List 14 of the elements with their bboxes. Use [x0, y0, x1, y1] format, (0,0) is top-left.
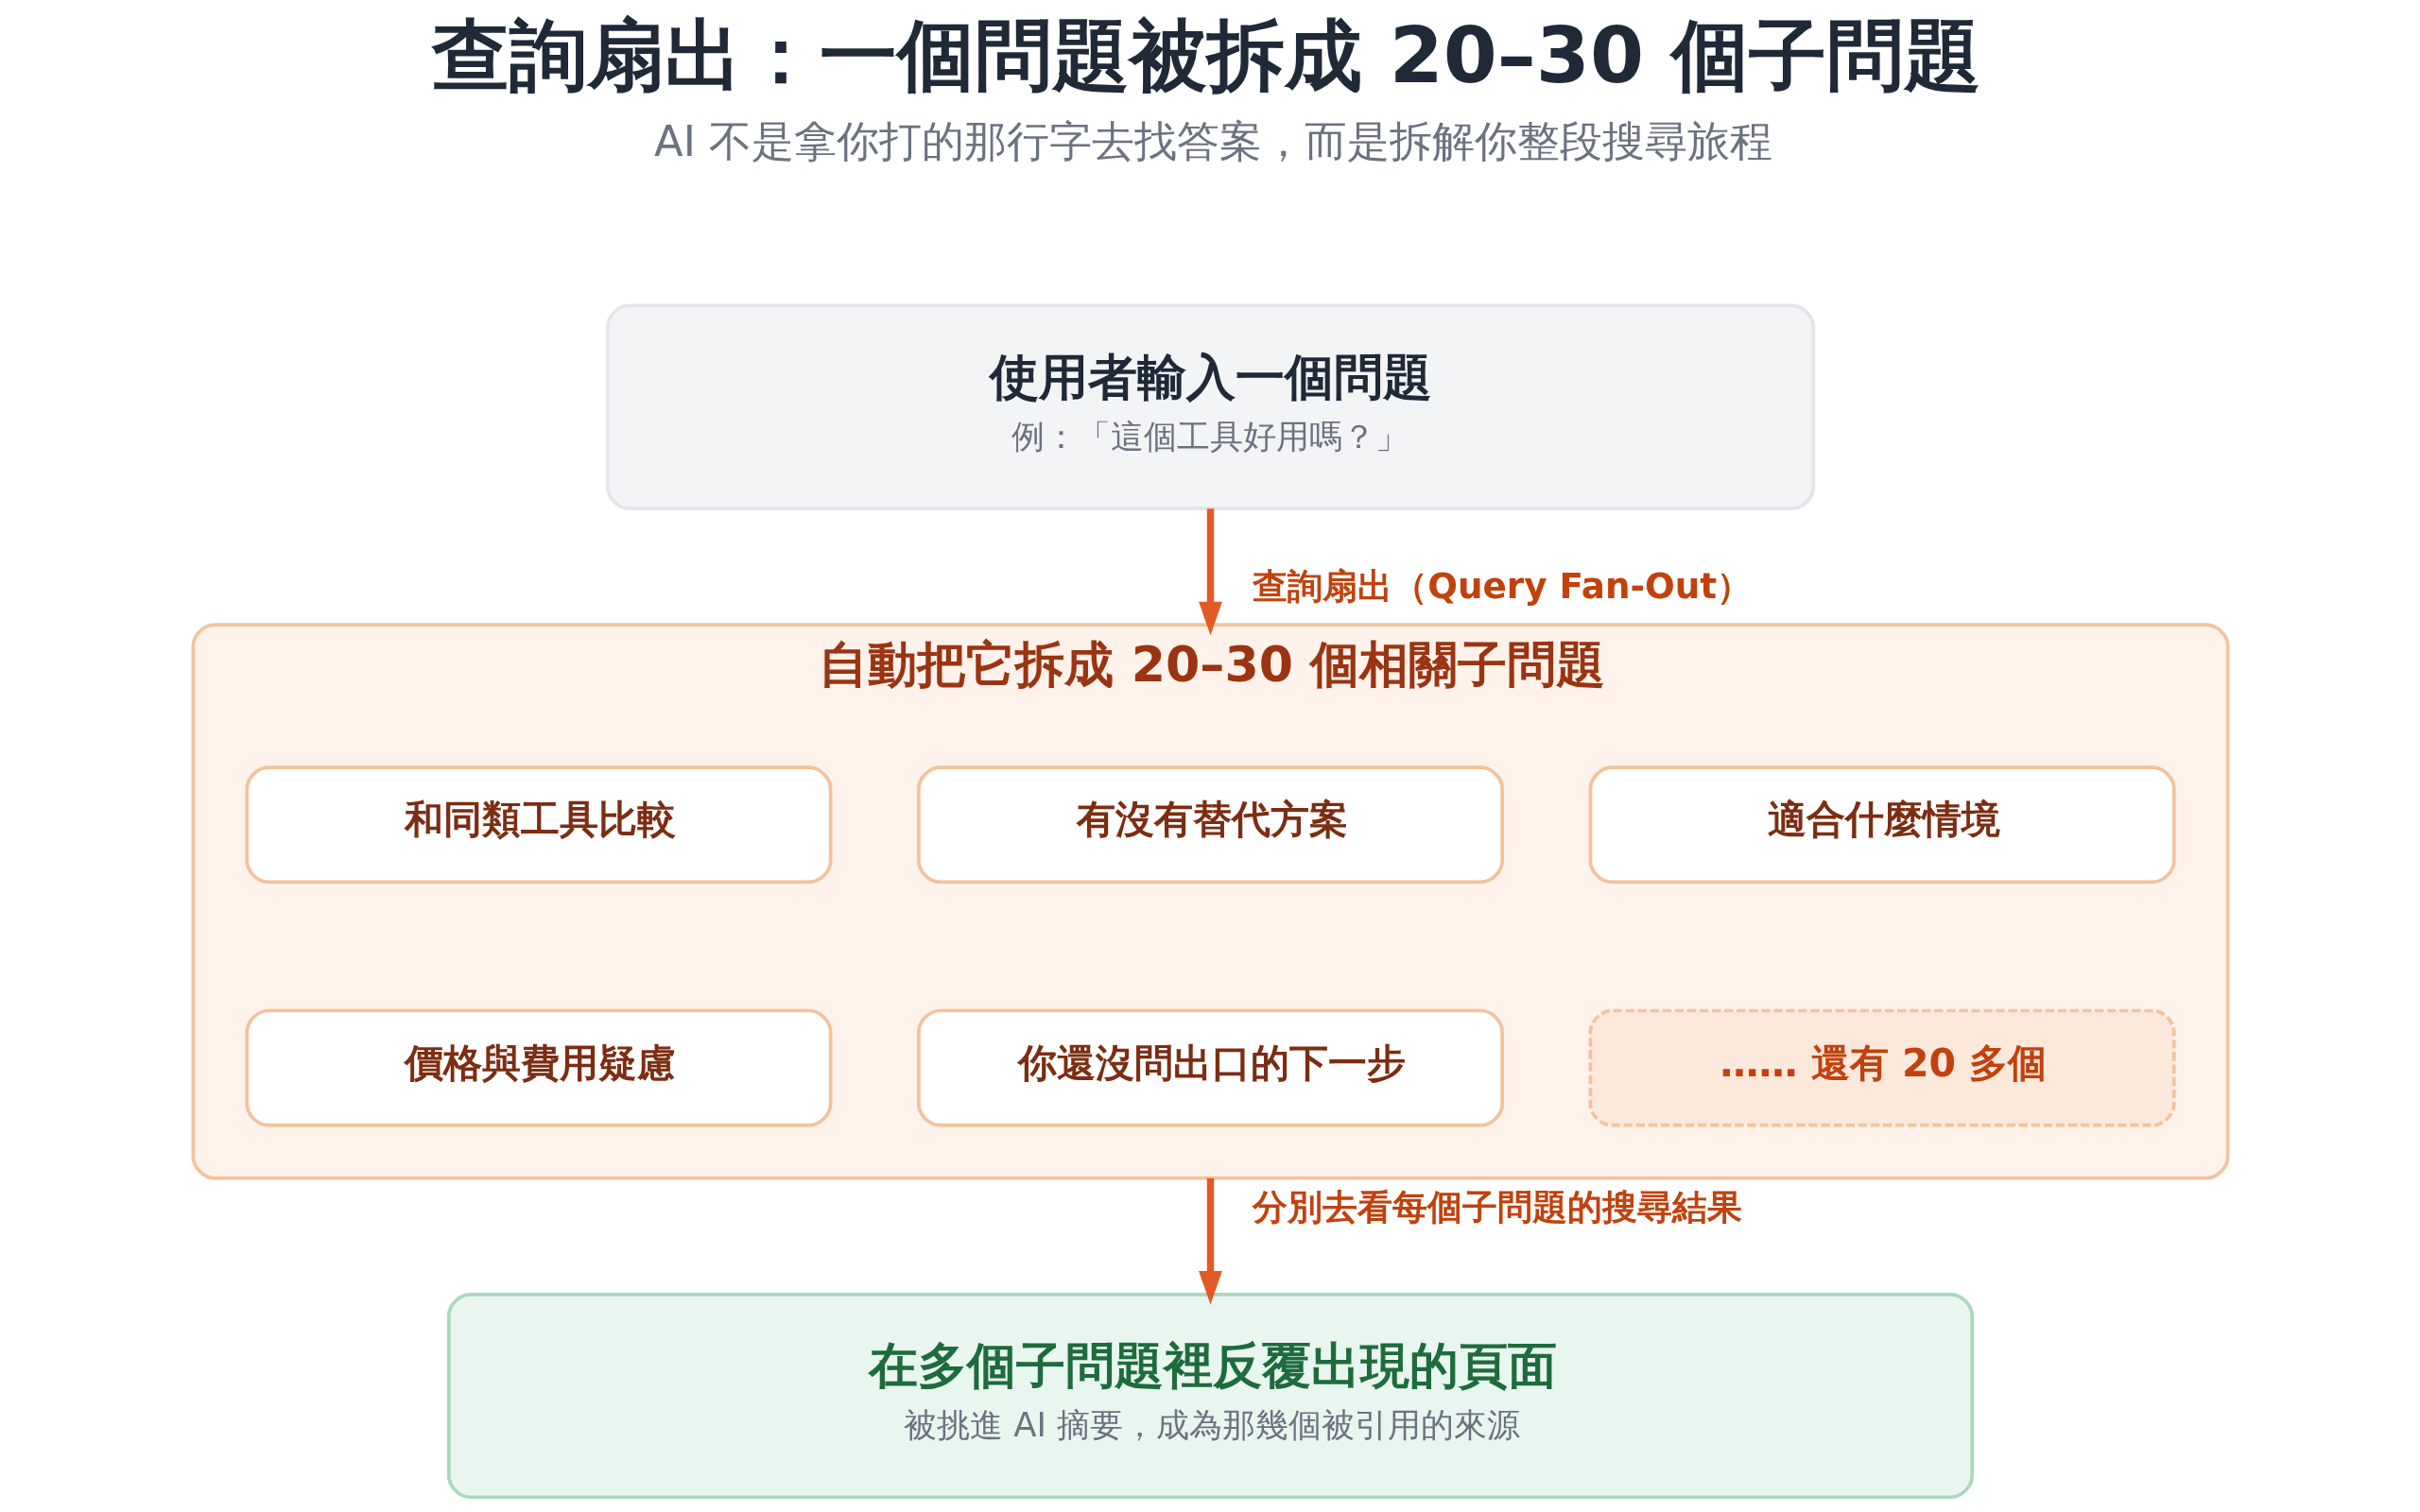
edge-label: 分別去看每個子問題的搜尋結果	[1252, 1185, 1742, 1228]
edge-label: 查詢扇出（Query Fan-Out）	[1252, 565, 1752, 608]
node-box: 適合什麼情境	[1588, 765, 2176, 885]
node-box: 價格與費用疑慮	[244, 1008, 832, 1127]
diagram-title: 查詢扇出：一個問題被拆成 20–30 個子問題	[431, 10, 1981, 100]
node-box: 在多個子問題裡反覆出現的頁面 被挑進 AI 摘要，成為那幾個被引用的來源	[446, 1292, 1974, 1500]
node-box: …… 還有 20 多個	[1588, 1008, 2176, 1127]
node-box: 和同類工具比較	[244, 765, 832, 885]
arrow	[1198, 508, 1222, 636]
label: AI 不是拿你打的那行字去找答案，而是拆解你整段搜尋旅程	[653, 116, 1772, 167]
node-box: 有沒有替代方案	[916, 765, 1504, 885]
node-box: 你還沒問出口的下一步	[916, 1008, 1504, 1127]
node-box: 使用者輸入一個問題 例：「這個工具好用嗎？」	[605, 303, 1815, 510]
arrow	[1198, 1177, 1222, 1305]
